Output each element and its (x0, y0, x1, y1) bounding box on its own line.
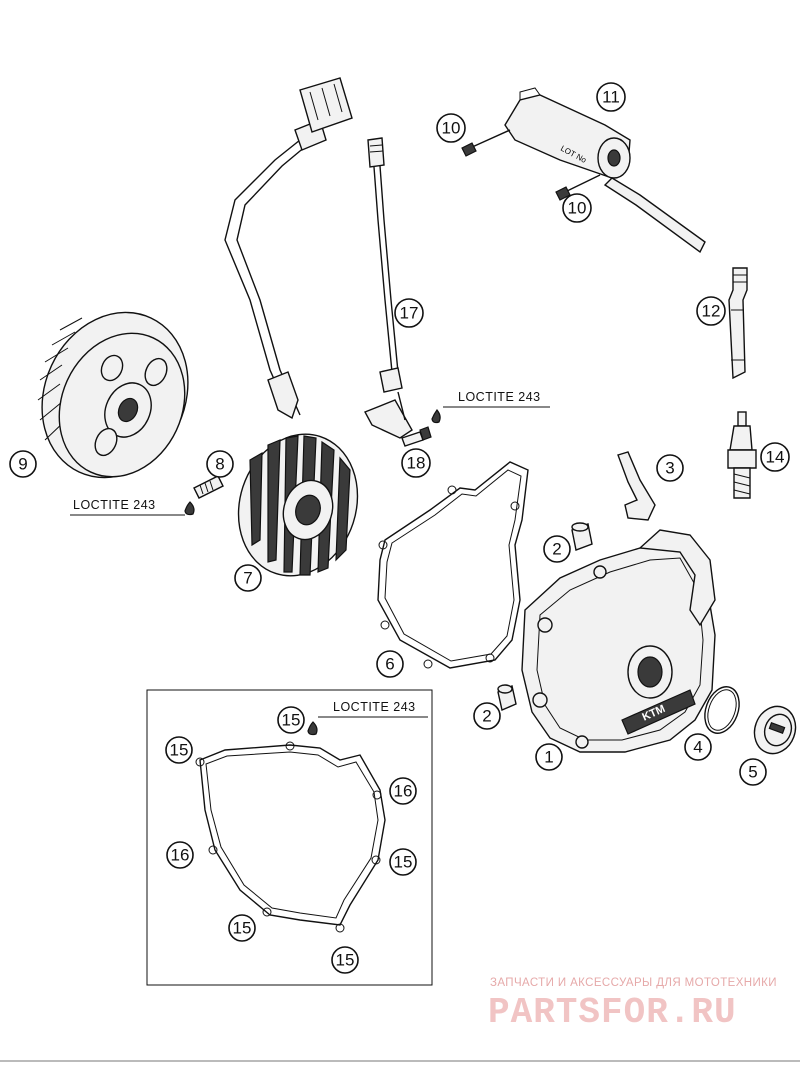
callout-8: 8 (206, 450, 234, 478)
dowel-pin-lower (497, 684, 517, 711)
callout-15-a: 15 (277, 706, 305, 734)
callout-10-lower: 10 (562, 193, 592, 223)
pickup-bolt (401, 426, 432, 447)
svg-text:1: 1 (544, 748, 553, 767)
bracket (617, 451, 656, 521)
callout-11: 11 (596, 82, 626, 112)
callout-6: 6 (376, 650, 404, 678)
stator (237, 433, 359, 577)
svg-text:15: 15 (336, 951, 355, 970)
callout-16-b: 16 (166, 841, 194, 869)
svg-text:4: 4 (693, 738, 702, 757)
cover-gasket (377, 461, 529, 669)
svg-text:15: 15 (394, 853, 413, 872)
inset-box (146, 689, 433, 986)
svg-text:5: 5 (748, 763, 757, 782)
stator-wiring (224, 77, 353, 420)
rotor-screw (193, 475, 224, 499)
callout-15-b: 15 (165, 736, 193, 764)
callout-5: 5 (739, 758, 767, 786)
callout-15-e: 15 (331, 946, 359, 974)
loctite-drop-left (184, 501, 195, 516)
o-ring (704, 686, 740, 734)
callout-2-upper: 2 (543, 535, 571, 563)
ignition-cover: KTM (521, 529, 716, 753)
svg-text:2: 2 (482, 707, 491, 726)
svg-text:15: 15 (233, 919, 252, 938)
svg-text:10: 10 (442, 119, 461, 138)
watermark-brand: PARTSFOR.RU (488, 992, 737, 1033)
plug-screw (753, 705, 797, 755)
callout-9: 9 (9, 450, 37, 478)
svg-text:16: 16 (171, 846, 190, 865)
svg-text:8: 8 (215, 455, 224, 474)
callout-3: 3 (656, 454, 684, 482)
svg-text:12: 12 (702, 302, 721, 321)
callout-17: 17 (394, 298, 424, 328)
callout-14: 14 (760, 442, 790, 472)
inset-gasket (195, 741, 386, 933)
callout-4: 4 (684, 733, 712, 761)
callout-15-c: 15 (389, 848, 417, 876)
callout-7: 7 (234, 564, 262, 592)
flywheel-rotor (37, 311, 189, 479)
callout-18: 18 (401, 448, 431, 478)
svg-text:17: 17 (400, 304, 419, 323)
pickup-sensor-cable (364, 137, 413, 439)
loctite-drop-top (431, 409, 441, 424)
svg-text:16: 16 (394, 782, 413, 801)
callout-15-d: 15 (228, 914, 256, 942)
svg-text:15: 15 (282, 711, 301, 730)
svg-text:14: 14 (766, 448, 785, 467)
svg-text:3: 3 (665, 459, 674, 478)
watermark-tagline: ЗАПЧАСТИ И АКСЕССУАРЫ ДЛЯ МОТОТЕХНИКИ (490, 977, 777, 989)
spark-plug (727, 411, 757, 499)
svg-text:18: 18 (407, 454, 426, 473)
callout-10-upper: 10 (436, 113, 466, 143)
spark-plug-connector (728, 267, 748, 380)
svg-text:2: 2 (552, 540, 561, 559)
svg-text:7: 7 (243, 569, 252, 588)
loctite-note-top: LOCTITE 243 (458, 390, 541, 404)
callout-2-lower: 2 (473, 702, 501, 730)
callout-16-a: 16 (389, 777, 417, 805)
ignition-coil: LOT No (461, 87, 706, 254)
callout-1: 1 (535, 743, 563, 771)
loctite-drop-box (307, 721, 318, 736)
loctite-note-box: LOCTITE 243 (333, 700, 416, 714)
dowel-pin-upper (571, 522, 593, 551)
svg-text:15: 15 (170, 741, 189, 760)
svg-text:6: 6 (385, 655, 394, 674)
svg-text:11: 11 (602, 88, 620, 107)
loctite-note-left: LOCTITE 243 (73, 498, 156, 512)
svg-text:9: 9 (18, 455, 27, 474)
callout-12: 12 (696, 296, 726, 326)
svg-text:10: 10 (568, 199, 587, 218)
